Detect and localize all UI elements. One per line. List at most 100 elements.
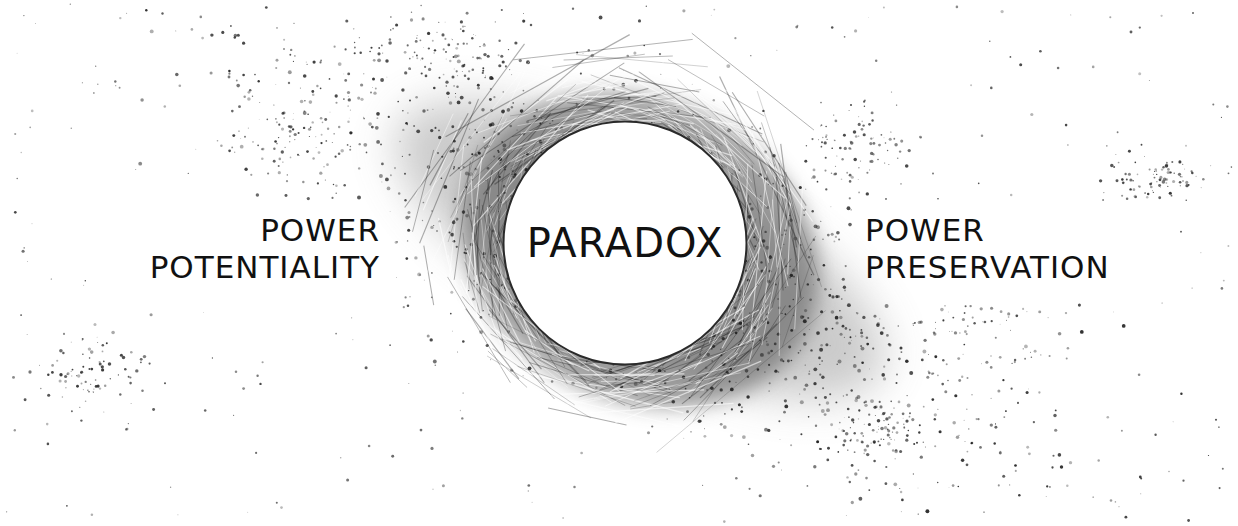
ink-dot <box>683 437 685 439</box>
ink-dot <box>485 75 486 76</box>
ink-dot <box>389 344 391 346</box>
ink-dot <box>232 134 235 137</box>
ink-dot <box>462 30 465 33</box>
ink-dot <box>130 402 132 404</box>
ink-dot <box>421 72 423 74</box>
ink-dot <box>451 39 453 41</box>
ink-dot <box>320 142 322 144</box>
ink-dot <box>1055 409 1057 411</box>
ink-dot <box>47 394 50 397</box>
ink-dot <box>764 231 766 233</box>
ink-dot <box>281 128 284 131</box>
ink-dot <box>908 149 911 152</box>
ink-dot <box>430 447 433 450</box>
ink-dot <box>357 97 360 100</box>
ink-dot <box>262 148 265 151</box>
ink-dot <box>799 186 802 189</box>
ink-dot <box>853 130 856 133</box>
ink-dot <box>866 444 869 447</box>
ink-dot <box>923 441 925 443</box>
ink-dot <box>836 321 839 324</box>
ink-dot <box>77 374 80 377</box>
ink-dot <box>851 501 854 504</box>
ink-dot <box>906 434 909 437</box>
ink-dot <box>51 364 54 367</box>
ink-dot <box>889 138 892 141</box>
ink-dot <box>834 139 835 140</box>
ink-dot <box>93 323 96 326</box>
ink-dot <box>958 486 960 488</box>
ink-dot <box>803 214 805 216</box>
ink-dot <box>319 172 322 175</box>
ink-dot <box>813 382 816 385</box>
ink-dot <box>275 84 277 86</box>
ink-dot <box>409 296 410 297</box>
ink-dot <box>521 109 523 111</box>
ink-dot <box>925 509 929 513</box>
ink-dot <box>1185 199 1186 200</box>
ink-dot <box>244 168 247 171</box>
ink-dot <box>93 92 94 93</box>
ink-dot <box>873 460 876 463</box>
ink-dot <box>363 73 365 75</box>
ink-dot <box>293 61 294 62</box>
ink-dot <box>354 52 356 54</box>
ink-dot <box>870 442 871 443</box>
ink-dot <box>1162 180 1166 184</box>
ink-dot <box>905 164 909 168</box>
ink-dot <box>979 446 982 449</box>
ink-dot <box>453 56 455 58</box>
ink-dot <box>509 125 512 128</box>
ink-dot <box>464 75 467 78</box>
ink-dot <box>843 417 845 419</box>
ink-dot <box>805 189 806 190</box>
ink-dot <box>994 426 997 429</box>
ink-dot <box>952 317 954 319</box>
ink-dot <box>360 98 363 101</box>
ink-dot <box>826 408 830 412</box>
ink-dot <box>1168 471 1170 473</box>
ink-dot <box>85 381 87 383</box>
ink-dot <box>1038 391 1040 393</box>
ink-dot <box>784 378 787 381</box>
ink-dot <box>993 442 995 444</box>
ink-dot <box>150 29 154 33</box>
ink-dot <box>879 401 881 403</box>
ink-dot <box>783 411 786 414</box>
ink-dot <box>912 323 914 325</box>
ink-dot <box>445 51 447 53</box>
ink-dot <box>1038 310 1041 313</box>
ink-dot <box>931 373 934 376</box>
ink-dot <box>835 166 836 167</box>
ink-dot <box>810 249 812 251</box>
ink-dot <box>803 342 807 346</box>
ink-dot <box>844 36 846 38</box>
ink-dot <box>257 145 259 147</box>
ink-dot <box>850 440 852 442</box>
ink-dot <box>360 83 363 86</box>
ink-dot <box>1052 455 1054 457</box>
ink-dot <box>1144 192 1146 194</box>
ink-dot <box>770 350 773 353</box>
ink-dot <box>1133 188 1136 191</box>
ink-dot <box>784 399 787 402</box>
ink-dot <box>234 34 238 38</box>
ink-dot <box>935 322 936 323</box>
ink-dot <box>899 450 902 453</box>
ink-dot <box>778 461 780 463</box>
ink-dot <box>456 85 459 88</box>
ink-dot <box>47 373 49 375</box>
ink-dot <box>900 140 903 143</box>
ink-dot <box>478 57 480 59</box>
ink-dot <box>457 59 461 63</box>
ink-dot <box>451 76 454 79</box>
ink-dot <box>446 85 447 86</box>
ink-dot <box>276 143 278 145</box>
ink-dot <box>390 16 391 17</box>
ink-dot <box>238 105 241 108</box>
ink-dot <box>1080 330 1084 334</box>
ink-dot <box>376 117 378 119</box>
ink-dot <box>880 331 884 335</box>
ink-dot <box>252 141 253 142</box>
ink-dot <box>81 383 83 385</box>
